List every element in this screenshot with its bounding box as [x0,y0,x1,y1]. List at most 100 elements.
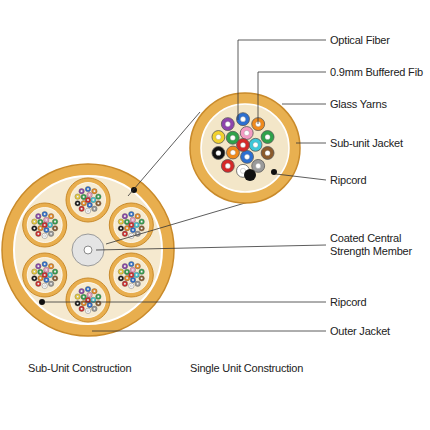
optical-fiber [77,196,79,198]
optical-fiber [130,285,132,287]
buffered-fiber [47,272,52,277]
optical-fiber [124,265,126,267]
optical-fiber [137,265,139,267]
optical-fiber [89,304,91,306]
buffered-fiber [85,308,90,313]
buffered-fiber [92,206,97,211]
buffered-fiber [52,219,57,224]
optical-fiber [83,196,85,198]
buffered-fiber [85,286,90,291]
buffered-fiber [96,194,101,199]
optical-fiber [141,277,143,279]
optical-fiber [54,277,56,279]
optical-fiber [93,308,95,310]
buffered-fiber [85,197,90,202]
glass-yarns [27,258,62,293]
optical-fiber [120,221,122,223]
glass-yarns [114,208,149,243]
optical-fiber [240,142,245,147]
buffered-fiber [36,281,41,286]
optical-fiber [126,277,128,279]
leader-line [96,245,326,250]
buffered-fiber [249,138,262,151]
buffered-fiber [221,118,234,131]
optical-fiber [92,299,94,301]
sub-unit-jacket [190,93,300,203]
optical-fiber [120,277,122,279]
optical-fiber [97,202,99,204]
buffered-fiber [139,269,144,274]
buffered-fiber [221,159,234,172]
sub-unit-jacket [109,253,153,297]
optical-fiber [141,271,143,273]
optical-fiber [216,134,221,139]
optical-fiber [97,302,99,304]
ripcord [131,187,137,193]
buffered-fiber [129,222,134,227]
optical-fiber [244,130,249,135]
optical-fiber [39,227,41,229]
glass-yarns [27,208,62,243]
optical-fiber [50,283,52,285]
buffered-fiber [130,217,135,222]
optical-fiber [87,288,89,290]
buffered-fiber [48,213,53,218]
optical-fiber [83,296,85,298]
buffered-fiber [79,306,84,311]
optical-fiber [130,213,132,215]
optical-fiber [45,229,47,231]
buffered-fiber [42,211,47,216]
optical-fiber [265,150,270,155]
optical-fiber [33,277,35,279]
buffered-fiber [75,301,80,306]
optical-fiber [37,265,39,267]
central-member-core [84,246,92,254]
optical-fiber [81,290,83,292]
optical-fiber [93,290,95,292]
glass-yarns [71,183,106,218]
buffered-fiber [79,206,84,211]
buffered-fiber [129,211,134,216]
buffered-fiber [237,139,250,152]
optical-fiber [225,163,230,168]
part-label: Sub-unit Jacket [330,137,403,150]
buffered-fiber [241,150,254,163]
buffered-fiber [52,226,57,231]
part-label: Ripcord [330,174,367,187]
optical-fiber [39,277,41,279]
buffered-fiber [32,219,37,224]
buffered-fiber [75,194,80,199]
optical-fiber [230,150,235,155]
buffered-fiber [212,147,225,160]
leader-line [258,72,326,124]
buffered-fiber [237,113,250,126]
optical-fiber [54,227,56,229]
optical-fiber [54,271,56,273]
buffered-fiber [244,169,256,181]
buffered-fiber [130,267,135,272]
buffered-fiber [134,222,139,227]
sub-unit-jacket [23,203,67,247]
optical-fiber [44,285,46,287]
optical-fiber [124,215,126,217]
optical-fiber [77,296,79,298]
optical-fiber [120,227,122,229]
buffered-fiber [212,131,225,144]
optical-fiber [44,263,46,265]
buffered-fiber [42,222,47,227]
buffered-fiber [92,188,97,193]
part-label: Glass Yarns [330,98,387,111]
buffered-fiber [129,283,134,288]
buffered-fiber [96,201,101,206]
buffered-fiber [47,222,52,227]
buffered-fiber [75,294,80,299]
buffered-fiber [42,261,47,266]
buffered-fiber [92,288,97,293]
optical-fiber [87,199,89,201]
sub-unit-jacket [23,253,67,297]
buffered-fiber [130,277,135,282]
buffered-fiber [42,233,47,238]
optical-fiber [83,302,85,304]
buffered-fiber [240,127,253,140]
buffered-fiber [52,269,57,274]
